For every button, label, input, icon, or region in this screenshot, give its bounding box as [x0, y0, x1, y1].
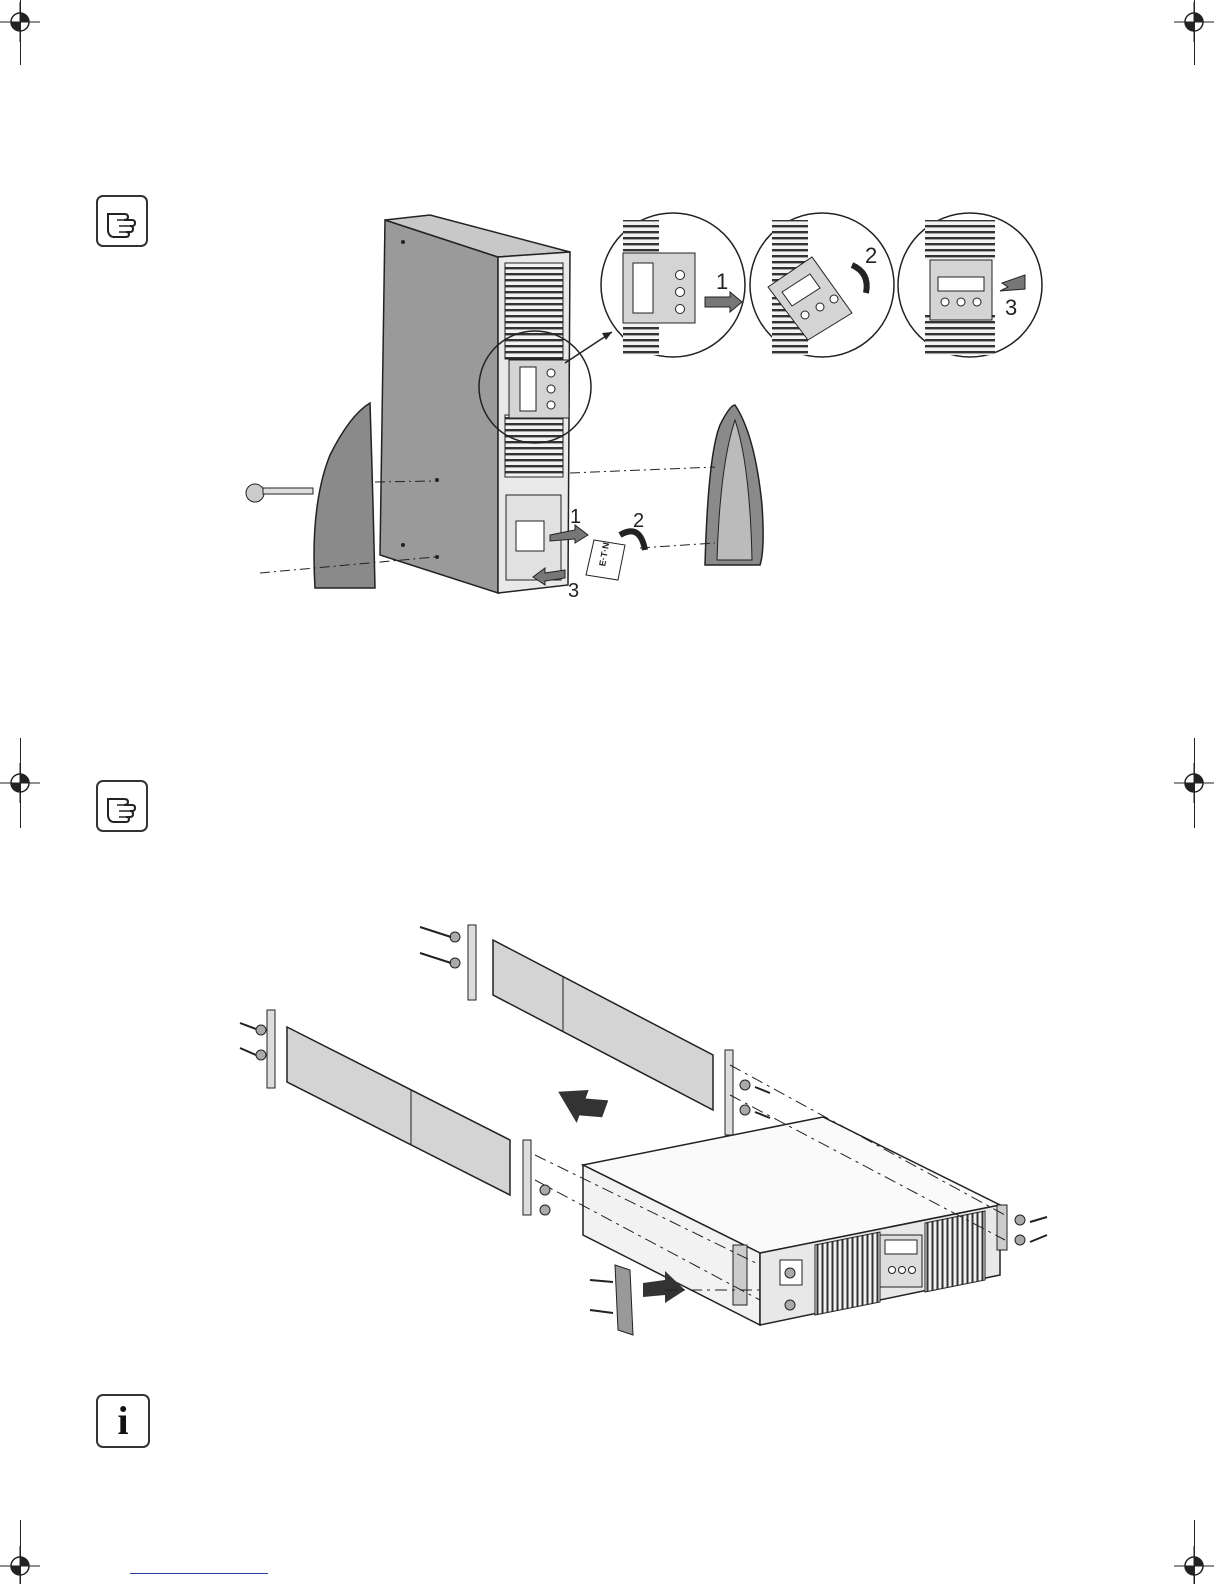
pointing-hand-icon — [96, 195, 148, 247]
crop-line — [20, 1520, 21, 1584]
crop-line — [1194, 738, 1195, 828]
detail-step-3: 3 — [898, 213, 1042, 357]
step-label: 2 — [633, 510, 644, 532]
info-icon: i — [96, 1394, 150, 1448]
pointing-hand-icon — [96, 780, 148, 832]
detail-step-2: 2 — [750, 213, 894, 357]
step-label: 1 — [570, 506, 581, 528]
footer-link-underline — [130, 1573, 268, 1574]
slide-arrow-icon — [550, 1080, 609, 1130]
crop-line — [20, 738, 21, 828]
detail-step-label: 3 — [1005, 295, 1017, 320]
step-label: 3 — [568, 580, 579, 602]
crop-line — [20, 0, 21, 65]
front-rail — [240, 1010, 531, 1215]
info-glyph: i — [117, 1398, 128, 1443]
crop-line — [1194, 0, 1195, 65]
detail-step-label: 1 — [716, 269, 728, 294]
detail-step-1: 1 — [601, 213, 745, 357]
detail-step-label: 2 — [865, 243, 877, 268]
figure-tower-installation: 1 2 3 E·T·N — [230, 205, 1060, 610]
figure-rack-installation — [225, 905, 1060, 1345]
crop-line — [1194, 1520, 1195, 1584]
